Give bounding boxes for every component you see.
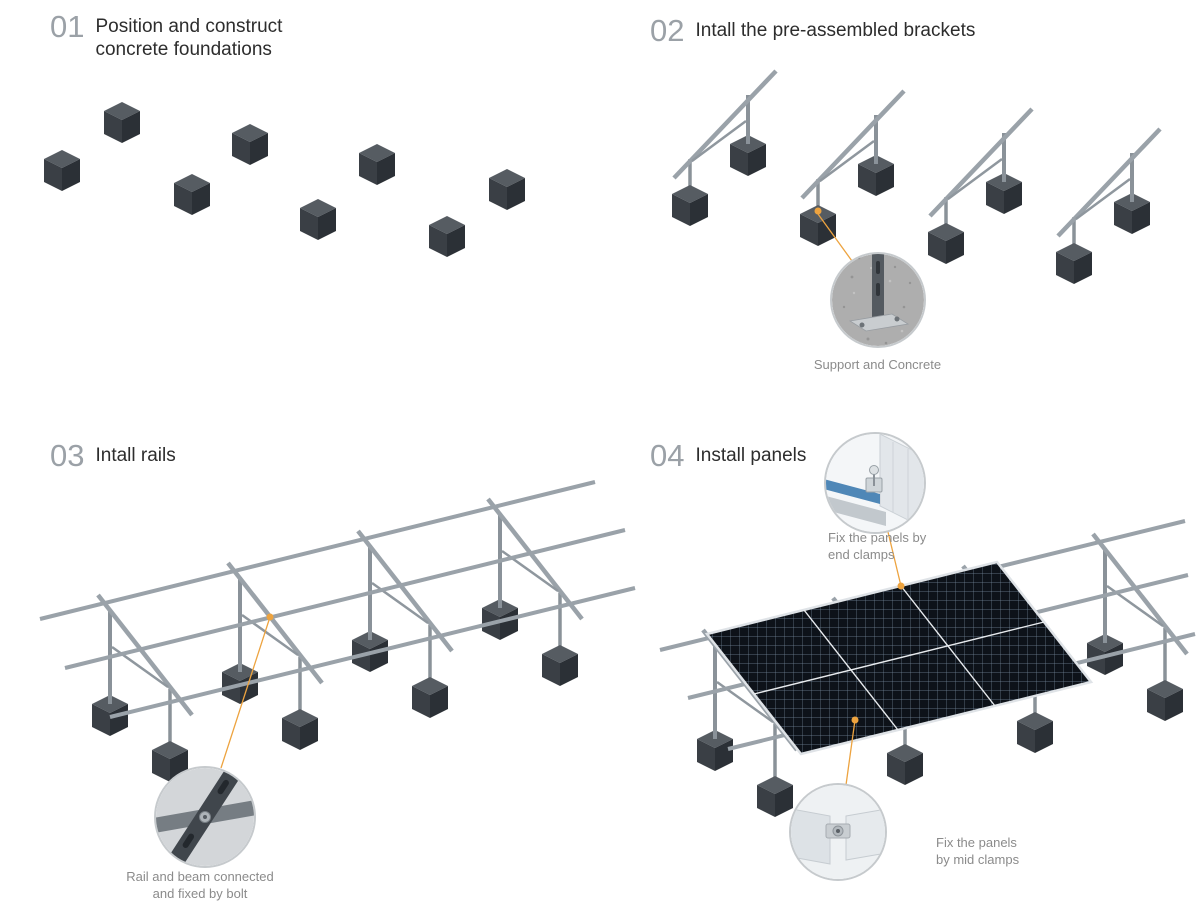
bracket-unit [800, 91, 904, 246]
step-03-illustration [39, 480, 636, 868]
callout-label-rail-beam: Rail and beam connected and fixed by bol… [126, 869, 274, 901]
callout-label-mid-clamps: Fix the panels by mid clamps [936, 835, 1020, 867]
step-03-number: 03 [50, 438, 85, 473]
concrete-cube [300, 199, 336, 240]
mounting-frame [39, 480, 636, 782]
step-02-number: 02 [650, 13, 685, 48]
concrete-cube [44, 150, 80, 191]
bracket-unit [1087, 534, 1187, 721]
step-02-header: 02 Intall the pre-assembled brackets [650, 13, 976, 48]
step-04-number: 04 [650, 438, 685, 473]
bracket-unit [672, 71, 776, 226]
step-01-title: Position and construct concrete foundati… [95, 16, 283, 60]
concrete-foundation-cubes [44, 102, 525, 257]
bracket-unit [352, 531, 452, 718]
rail [109, 586, 636, 719]
callout-detail-rail [156, 768, 254, 866]
rail [39, 480, 596, 621]
callout-end-clamps [824, 432, 926, 534]
callout-detail-end-clamp [826, 434, 924, 532]
leader-dot [266, 613, 274, 621]
callout-detail-support [832, 254, 924, 346]
step-02-illustration [640, 55, 1200, 348]
concrete-cube [104, 102, 140, 143]
rail [826, 496, 886, 526]
concrete-cube [429, 216, 465, 257]
step-01-illustration [44, 102, 525, 257]
rail [64, 528, 626, 670]
anchor-bolt [894, 316, 900, 322]
step-04-illustration [659, 432, 1196, 881]
anchor-bolt [859, 322, 865, 328]
panel-edge [791, 807, 831, 865]
clamp-bolt [869, 465, 879, 475]
leader-dot [897, 582, 905, 590]
concrete-cube [489, 169, 525, 210]
callout-rail-beam-bolt [154, 766, 256, 868]
pre-assembled-brackets [672, 71, 1160, 284]
step-03-header: 03 Intall rails [50, 438, 176, 473]
callout-support-concrete [830, 252, 926, 348]
callout-label-end-clamps: Fix the panels by end clamps [828, 530, 927, 562]
leader-dot [851, 716, 859, 724]
bracket-unit [92, 595, 192, 782]
panel-edge [845, 807, 885, 861]
concrete-cube [232, 124, 268, 165]
bracket-unit [222, 563, 322, 750]
callout-label-support-concrete: Support and Concrete [813, 357, 942, 372]
leader-dot [814, 207, 822, 215]
concrete-cube [359, 144, 395, 185]
step-03-title: Intall rails [95, 445, 176, 466]
step-04-header: 04 Install panels [650, 438, 807, 473]
base-plate [848, 313, 910, 332]
bracket-unit [928, 109, 1032, 264]
rail-blue [826, 478, 880, 504]
bracket-unit [482, 499, 582, 686]
callout-leader-support [814, 207, 853, 262]
callout-mid-clamps [789, 783, 887, 881]
step-04-title: Install panels [695, 445, 807, 466]
step-01-number: 01 [50, 9, 85, 44]
concrete-cube [174, 174, 210, 215]
bracket-unit [1056, 129, 1160, 284]
callout-detail-mid-clamp [791, 785, 885, 879]
callout-leader-end-clamp [887, 531, 905, 590]
step-01-header: 01 Position and construct concrete found… [50, 9, 283, 61]
callout-leader-rail [220, 613, 274, 769]
step-02-title: Intall the pre-assembled brackets [695, 20, 976, 41]
callout-leader-mid-clamp [845, 716, 859, 786]
